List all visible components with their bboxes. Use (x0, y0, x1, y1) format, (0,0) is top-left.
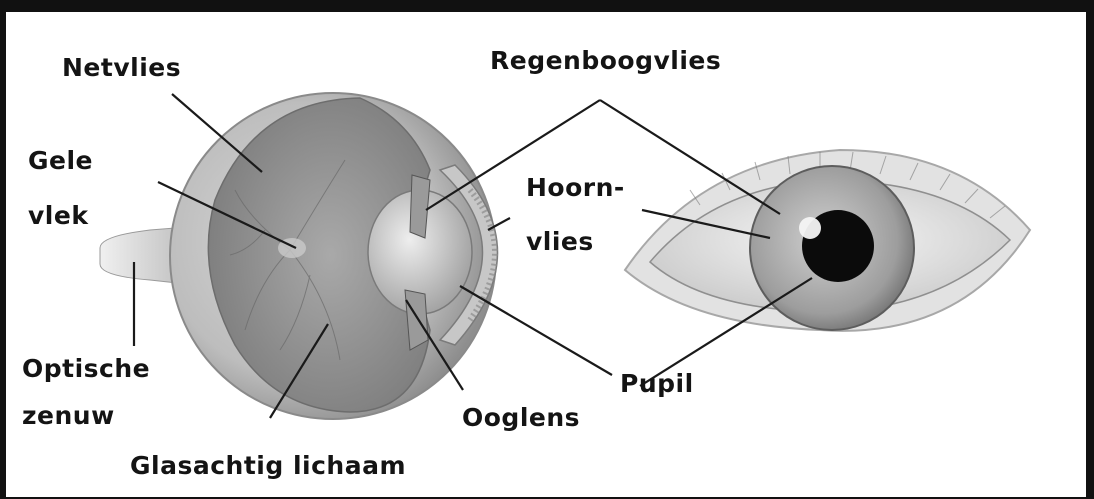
label-pupil: Pupil (620, 368, 694, 399)
eye-highlight (799, 217, 821, 239)
label-gele-vlek-1: Gele (28, 145, 93, 176)
label-ooglens: Ooglens (462, 402, 580, 433)
label-hoornvlies-1: Hoorn- (526, 172, 625, 203)
label-regenboogvlies: Regenboogvlies (490, 45, 721, 76)
label-hoornvlies-2: vlies (526, 226, 594, 257)
label-optische-zenuw-2: zenuw (22, 400, 115, 431)
label-netvlies: Netvlies (62, 52, 181, 83)
label-gele-vlek-2: vlek (28, 200, 88, 231)
label-glasachtig-lichaam: Glasachtig lichaam (130, 450, 406, 481)
label-optische-zenuw-1: Optische (22, 353, 150, 384)
